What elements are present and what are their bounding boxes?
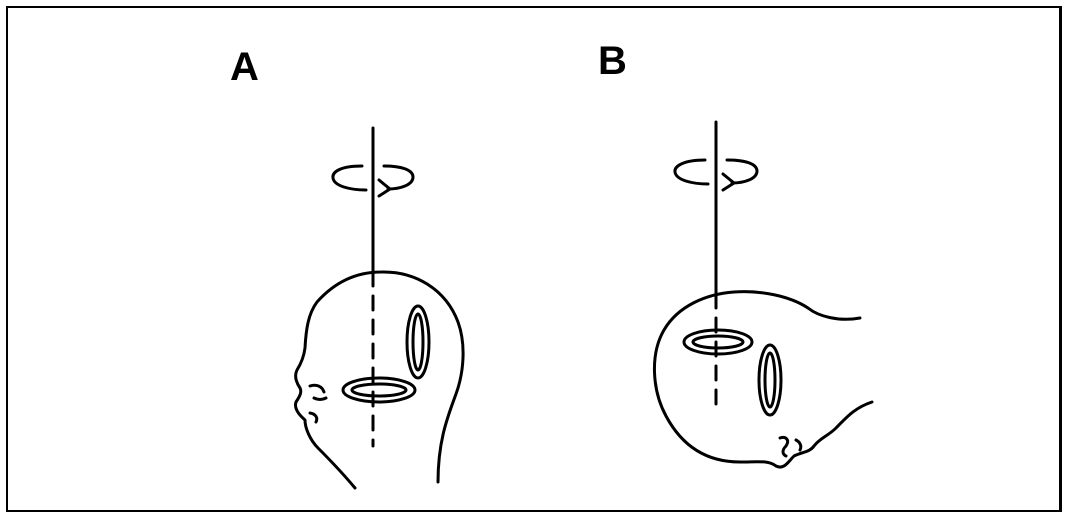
panel-b-horizontal-coil-icon (684, 330, 752, 354)
panel-a-label: A (230, 45, 259, 89)
panel-a-head-profile (295, 272, 463, 488)
panel-a: A (230, 45, 463, 488)
panel-b: B (598, 39, 872, 467)
panel-a-vertical-coil-icon (407, 306, 429, 378)
panel-b-vertical-coil-icon (759, 345, 781, 415)
panel-b-head-profile (654, 292, 872, 467)
panel-a-horizontal-coil-icon (343, 378, 415, 402)
panel-b-label: B (598, 39, 627, 83)
